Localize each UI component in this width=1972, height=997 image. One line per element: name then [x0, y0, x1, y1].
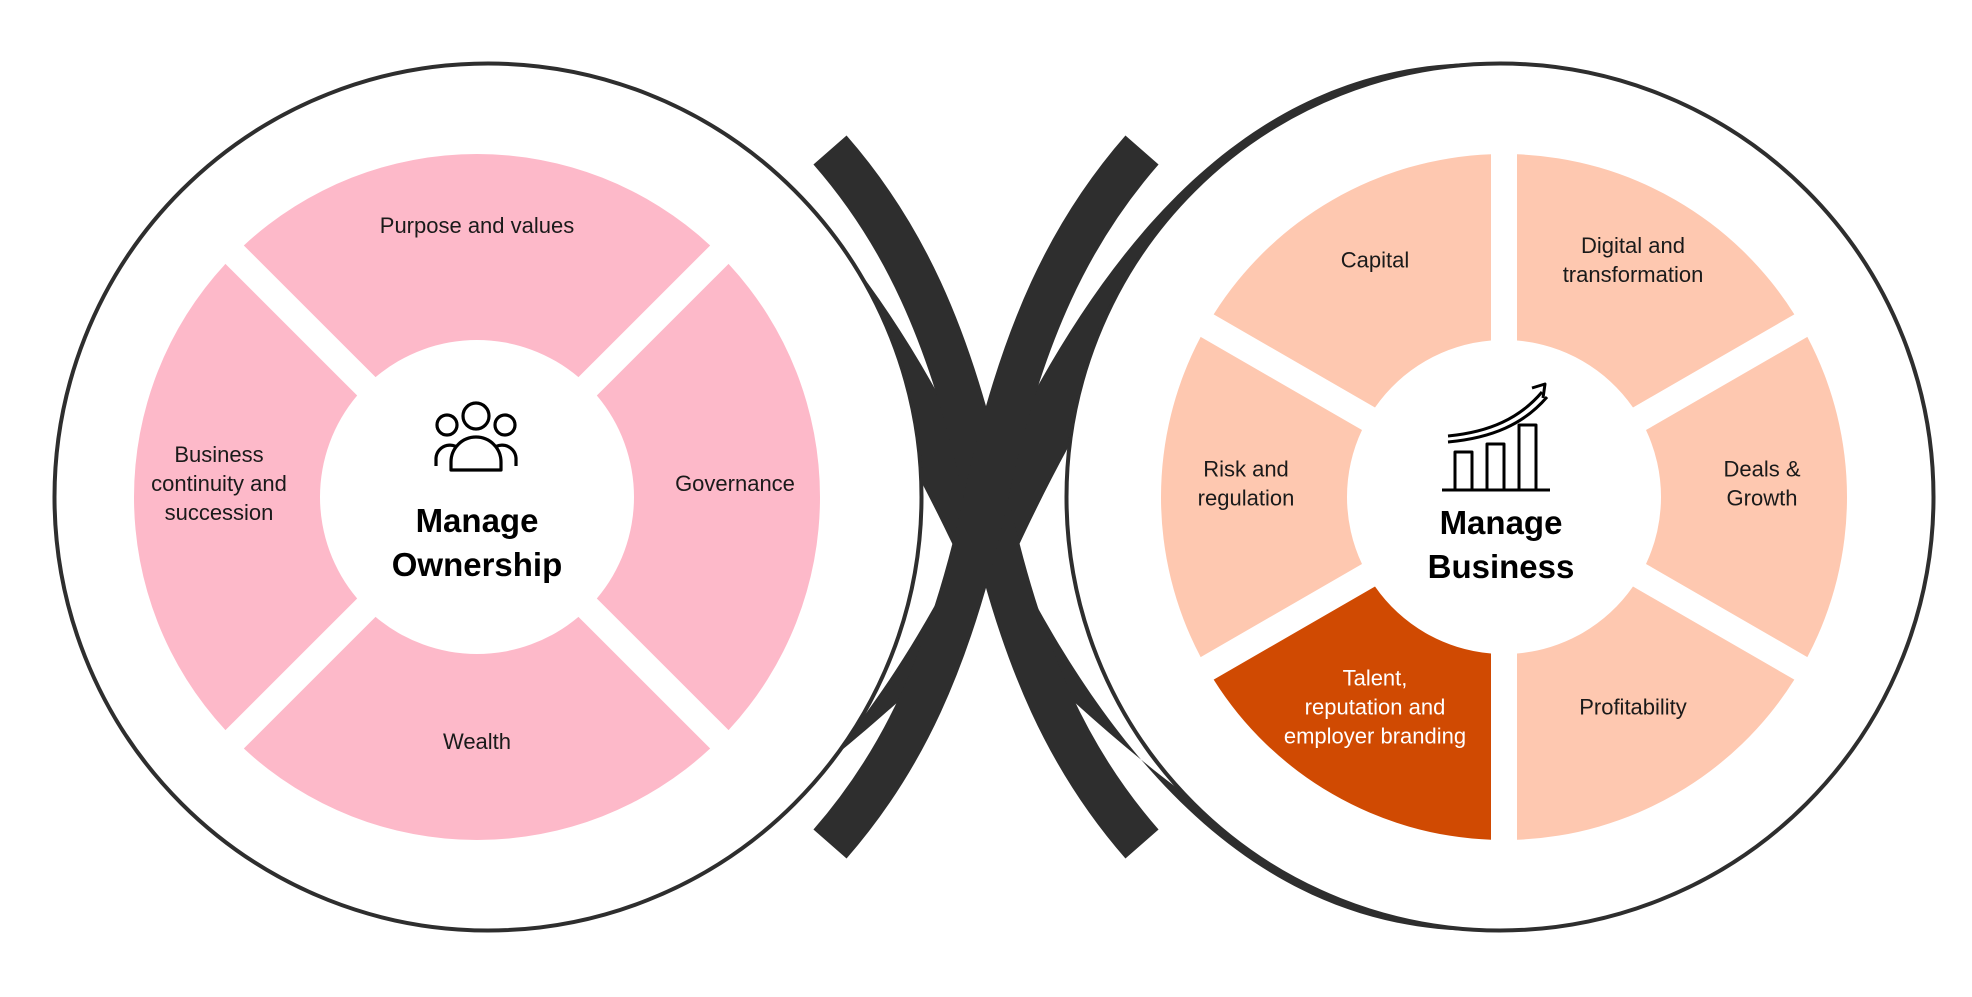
ownership-segment-shape[interactable] [596, 263, 820, 731]
segment-label-line: succession [165, 500, 274, 525]
business-segment-label: Capital [1341, 248, 1409, 273]
ownership-ring-outline [53, 62, 923, 932]
infinity-band-ascending-stroke [813, 135, 1159, 859]
segment-label-line: Growth [1727, 486, 1798, 511]
segment-label-line: Purpose and values [380, 213, 574, 238]
ownership-segment-shape[interactable] [243, 616, 711, 840]
ownership-segment-shape[interactable] [243, 154, 711, 378]
ownership-segment-label: Governance [675, 471, 795, 496]
business-segment-5[interactable]: Capital [1213, 154, 1491, 408]
ownership-segment-2[interactable]: Wealth [243, 616, 711, 840]
business-segment-label: Digital and transformation [1563, 233, 1704, 287]
business-hub: Manage Business [1352, 345, 1656, 649]
business-segment-label: Risk and regulation [1198, 457, 1295, 511]
business-title-line1: Manage [1440, 504, 1563, 541]
ownership-segment-shape[interactable] [134, 263, 358, 731]
ownership-segment-label: Wealth [443, 729, 511, 754]
business-segment-shape[interactable] [1213, 154, 1491, 408]
business-segment-label: Talent, reputation and employer branding [1284, 665, 1466, 748]
business-hub-circle [1352, 345, 1656, 649]
ownership-segment-1[interactable]: Governance [596, 263, 820, 731]
ownership-segment-3[interactable]: Business continuity and succession [134, 263, 358, 731]
segment-label-line: Wealth [443, 729, 511, 754]
segment-label-line: transformation [1563, 262, 1704, 287]
ownership-hub-circle [325, 345, 629, 649]
people-group-icon [434, 401, 518, 472]
segment-label-line: Talent, [1343, 665, 1408, 690]
business-ring-outline [1065, 62, 1935, 932]
business-title-line2: Business [1428, 548, 1575, 585]
business-segment-label: Deals & Growth [1723, 457, 1800, 511]
segment-label-line: Deals & [1723, 457, 1800, 482]
segment-label-line: reputation and [1305, 694, 1446, 719]
ownership-hub: Manage Ownership [325, 345, 629, 649]
business-segment-shape[interactable] [1517, 586, 1795, 840]
growth-chart-icon [1442, 382, 1550, 492]
business-segment-2[interactable]: Profitability [1517, 586, 1795, 840]
business-segment-shape[interactable] [1645, 336, 1847, 658]
segment-label-line: Capital [1341, 248, 1409, 273]
segment-label-line: Business [174, 442, 263, 467]
business-segment-4[interactable]: Risk and regulation [1161, 336, 1363, 658]
business-segment-3[interactable]: Talent, reputation and employer branding [1213, 586, 1491, 840]
business-segment-shape[interactable] [1161, 336, 1363, 658]
infinity-band-right-loop [982, 63, 1480, 931]
ownership-segment-0[interactable]: Purpose and values [243, 154, 711, 378]
segment-label-line: Profitability [1579, 694, 1687, 719]
ownership-title-line1: Manage [416, 502, 539, 539]
segment-label-line: regulation [1198, 486, 1295, 511]
segment-label-line: Governance [675, 471, 795, 496]
ownership-title-line2: Ownership [392, 546, 563, 583]
business-segment-shape[interactable] [1517, 154, 1795, 408]
business-segment-1[interactable]: Deals & Growth [1645, 336, 1847, 658]
segment-label-line: Digital and [1581, 233, 1685, 258]
segment-label-line: Risk and [1203, 457, 1289, 482]
ownership-segment-label: Purpose and values [380, 213, 574, 238]
business-segment-shape[interactable] [1213, 586, 1491, 840]
segment-label-line: continuity and [151, 471, 287, 496]
business-segment-0[interactable]: Digital and transformation [1517, 154, 1795, 408]
ownership-segment-label: Business continuity and succession [151, 442, 287, 525]
segment-label-line: employer branding [1284, 723, 1466, 748]
business-segment-label: Profitability [1579, 694, 1687, 719]
